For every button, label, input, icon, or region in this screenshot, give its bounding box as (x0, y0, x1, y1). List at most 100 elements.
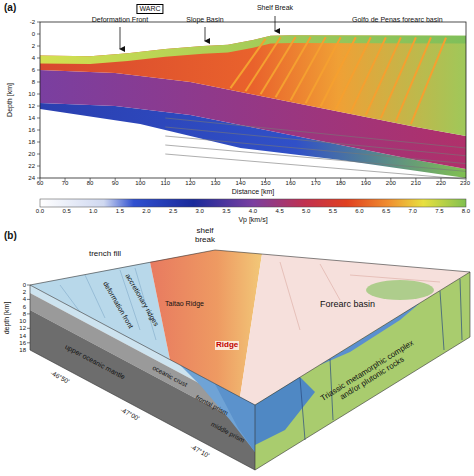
tick-label: 16 (28, 127, 35, 134)
ray-path (366, 37, 401, 115)
tick-label: 18 (28, 139, 35, 146)
tick-label: 8 (23, 311, 26, 318)
tick-label: 18 (19, 347, 26, 354)
basement-face (255, 272, 470, 470)
tick-label: 210 (411, 180, 421, 187)
feature-label: Taitao Ridge (165, 300, 204, 308)
tick-label: 24 (28, 175, 35, 182)
tick-label: 150 (261, 180, 271, 187)
ray-path (321, 37, 356, 106)
instrument-label: WARC (136, 4, 163, 14)
tick-label: 120 (185, 180, 195, 187)
tick-label: 2 (32, 43, 35, 50)
ray-path (396, 37, 431, 121)
tick-label: 10 (19, 318, 26, 325)
tick-label: 12 (28, 103, 35, 110)
block-outline (30, 250, 470, 470)
upper-plate (40, 35, 466, 136)
prism-face (255, 377, 315, 445)
feature-label: Deformation Front (92, 16, 148, 24)
colorbar-tick: 2.5 (169, 208, 177, 215)
tick-label: 16 (19, 339, 26, 346)
leader-arrow (205, 27, 206, 41)
colorbar-tick: 0.5 (62, 208, 70, 215)
reflector-line (165, 118, 466, 148)
tick-label: 6 (32, 67, 35, 74)
tick-mark (37, 70, 40, 71)
tick-mark (37, 46, 40, 47)
colorbar-tick: 8.0 (462, 208, 470, 215)
tick-label: 130 (210, 180, 220, 187)
tick-label: 14 (28, 115, 35, 122)
tick-label: 70 (62, 180, 69, 187)
tick-label: -2 (30, 19, 35, 26)
tick-label: 0 (23, 282, 26, 289)
reflector-line (165, 136, 466, 164)
ray-path (336, 37, 371, 109)
feature-label: Slope Basin (186, 16, 223, 24)
feature-label: Shelf Break (257, 4, 293, 12)
tick-label: 180 (336, 180, 346, 187)
leader-arrow (120, 27, 121, 49)
colorbar-tick: 1.5 (116, 208, 124, 215)
feature-label: trench fill (88, 250, 122, 259)
colorbar-tick: 0.0 (36, 208, 44, 215)
ray-path (245, 37, 280, 91)
tick-label: 4 (32, 55, 35, 62)
reflector-line (165, 127, 466, 156)
tick-mark (37, 82, 40, 83)
tick-mark (37, 94, 40, 95)
colorbar-tick: 4.0 (249, 208, 257, 215)
tick-mark (37, 178, 40, 179)
tick-label: 6 (23, 303, 26, 310)
tick-mark (37, 130, 40, 131)
coordinate-label: -46°50' (49, 369, 70, 385)
colorbar (40, 199, 466, 207)
ray-path (291, 37, 326, 100)
tick-mark (37, 34, 40, 35)
fault-lines (300, 279, 462, 440)
colorbar-tick: 5.5 (329, 208, 337, 215)
tick-label: 10 (28, 91, 35, 98)
axis-title: Distance [km] (232, 188, 274, 196)
tick-label: 4 (23, 296, 26, 303)
tick-label: 200 (386, 180, 396, 187)
tick-label: 190 (361, 180, 371, 187)
tick-mark (37, 22, 40, 23)
colorbar-tick: 7.0 (409, 208, 417, 215)
tick-label: 80 (87, 180, 94, 187)
tick-label: 60 (37, 180, 44, 187)
colorbar-tick: 6.0 (355, 208, 363, 215)
land-patch (366, 280, 434, 300)
region-label: Forearc basin (320, 300, 375, 310)
ray-path (381, 37, 416, 118)
sediment-layer (40, 35, 466, 64)
colorbar-tick: 2.0 (142, 208, 150, 215)
tick-label: 2 (23, 289, 26, 296)
panel-letter: (b) (4, 230, 17, 241)
plot-frame (40, 22, 466, 178)
colorbar-tick: 7.5 (435, 208, 443, 215)
feature-label: Ridge (215, 341, 239, 350)
colorbar-tick: 1.0 (89, 208, 97, 215)
tick-label: 110 (160, 180, 170, 187)
tick-label: 170 (311, 180, 321, 187)
colorbar-tick: 4.5 (275, 208, 283, 215)
ray-path (306, 37, 341, 103)
tick-mark (37, 118, 40, 119)
coordinate-label: -47°00' (119, 406, 140, 422)
tick-label: 100 (135, 180, 145, 187)
tick-label: 14 (19, 332, 26, 339)
tick-label: 160 (286, 180, 296, 187)
tick-label: 22 (28, 163, 35, 170)
feature-label: shelf break (187, 227, 223, 245)
colorbar-tick: 6.5 (382, 208, 390, 215)
coordinate-label: -47°10' (189, 443, 210, 459)
tick-label: 140 (235, 180, 245, 187)
reflector-line (165, 145, 466, 171)
ray-path (276, 37, 311, 97)
tick-mark (37, 58, 40, 59)
tick-label: 90 (112, 180, 119, 187)
